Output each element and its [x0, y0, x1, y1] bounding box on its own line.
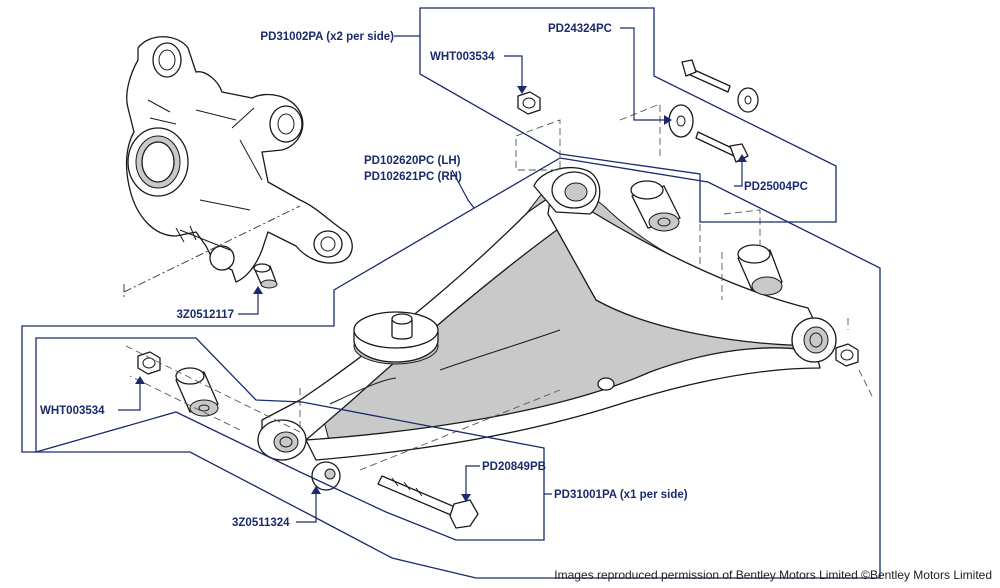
washer-3z0511324-drawing: [311, 461, 341, 491]
label-3z0511324: 3Z0511324: [232, 517, 290, 529]
group-box-wishbone: [21, 157, 881, 579]
washer-top-right-drawing: [737, 87, 759, 113]
leader-lines: [118, 27, 743, 523]
hub-carrier-drawing: [125, 36, 353, 283]
nut-outer-drawing: [835, 343, 859, 367]
label-pd20849pb: PD20849PB: [482, 461, 546, 473]
bush-rear-drawing: [630, 180, 681, 232]
label-pd102620pc: PD102620PC (LH): [364, 155, 461, 167]
arrowheads: [135, 86, 747, 502]
washer-pd24324pc-drawing: [668, 104, 694, 138]
nut-wht003534-top-drawing: [517, 91, 541, 115]
nut-wht003534-left-drawing: [137, 351, 161, 375]
label-pd102621pc: PD102621PC (RH): [364, 171, 462, 183]
group-box-front-bush: [35, 337, 545, 541]
label-wht003534-top: WHT003534: [430, 51, 495, 63]
label-wht003534-left: WHT003534: [40, 405, 105, 417]
label-pd24324pc: PD24324PC: [548, 23, 612, 35]
label-pd25004pc: PD25004PC: [744, 181, 808, 193]
label-3z0512117: 3Z0512117: [176, 309, 234, 321]
copyright-credit: Images reproduced permission of Bentley …: [554, 568, 992, 582]
part-labels: PD31002PA (x2 per side) PD24324PC WHT003…: [40, 23, 808, 529]
bolt-top-drawing: [681, 59, 731, 93]
label-pd31001pa: PD31001PA (x1 per side): [554, 489, 688, 501]
bush-3z0512117-drawing: [123, 205, 301, 300]
callout-boxes: [21, 7, 881, 579]
label-pd31002pa: PD31002PA (x2 per side): [260, 31, 394, 43]
bush-outer-drawing: [737, 244, 783, 296]
alignment-lines: [125, 103, 873, 471]
bush-front-drawing: [175, 367, 219, 417]
bolt-pd20849pb-drawing: [377, 475, 479, 529]
wishbone-drawing: [257, 166, 837, 461]
group-box-top-right: [419, 7, 837, 223]
